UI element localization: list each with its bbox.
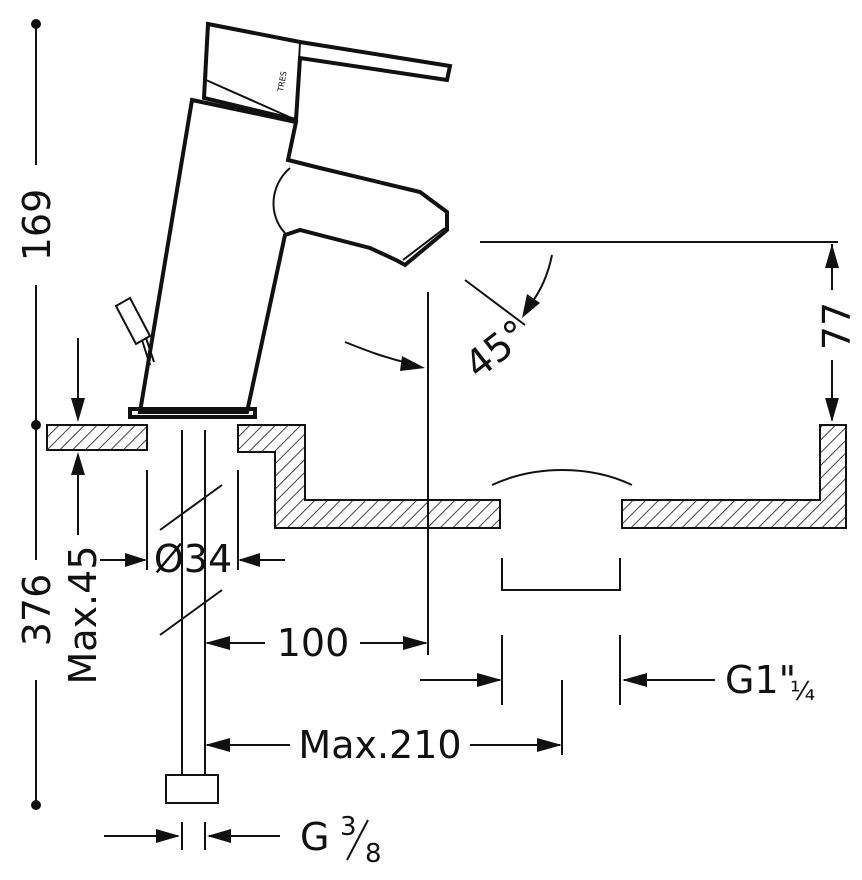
max-reach-label: Max.210 (298, 723, 461, 767)
diameter-dimension: Ø34 (100, 470, 285, 581)
popup-rod (114, 296, 155, 366)
brand-mark: TRES (276, 71, 289, 94)
spout-clearance-label: 77 (815, 302, 859, 350)
supply-thread-numerator: 3 (340, 812, 357, 842)
dimension-dot-middle (31, 420, 41, 430)
waste-thread-label: G1" (725, 658, 796, 702)
deck-thickness-dimension: Max.45 (61, 338, 105, 685)
supply-thread-denominator: 8 (365, 839, 382, 869)
supply-thread-label: G (300, 815, 329, 859)
height-total-label: 376 (15, 574, 59, 647)
overall-height-dimension: 169 376 (15, 19, 59, 810)
diameter-label: Ø34 (154, 537, 232, 581)
angle-dimension: 45° (344, 254, 553, 387)
supply-hose (159, 430, 223, 850)
hose-connector (165, 774, 219, 804)
reach-dimension: 100 (205, 292, 429, 665)
height-top-label: 169 (15, 189, 59, 262)
faucet: TRES (114, 21, 453, 419)
basin-right-wall (621, 424, 847, 529)
spout-clearance-dimension: 77 (480, 241, 859, 422)
max-deck-label: Max.45 (61, 546, 105, 685)
max-reach-dimension: Max.210 (205, 723, 562, 767)
counter-right-slab (237, 424, 501, 529)
waste-thread-dimension: G1" ¼ (420, 658, 815, 707)
angle-label: 45° (456, 311, 536, 387)
waste-thread-fraction: ¼ (790, 677, 815, 707)
counter-left-slab (46, 424, 148, 451)
supply-thread-dimension: G 3 8 (104, 812, 382, 869)
basin-section (46, 424, 847, 755)
lever-handle (201, 21, 453, 123)
faucet-body (137, 97, 449, 414)
drain-body (501, 558, 621, 591)
drain-plug (491, 469, 633, 486)
reach-label: 100 (277, 621, 350, 665)
dimension-dot-bottom (31, 800, 41, 810)
faucet-base (128, 407, 257, 419)
dimension-dot-top (31, 19, 41, 29)
